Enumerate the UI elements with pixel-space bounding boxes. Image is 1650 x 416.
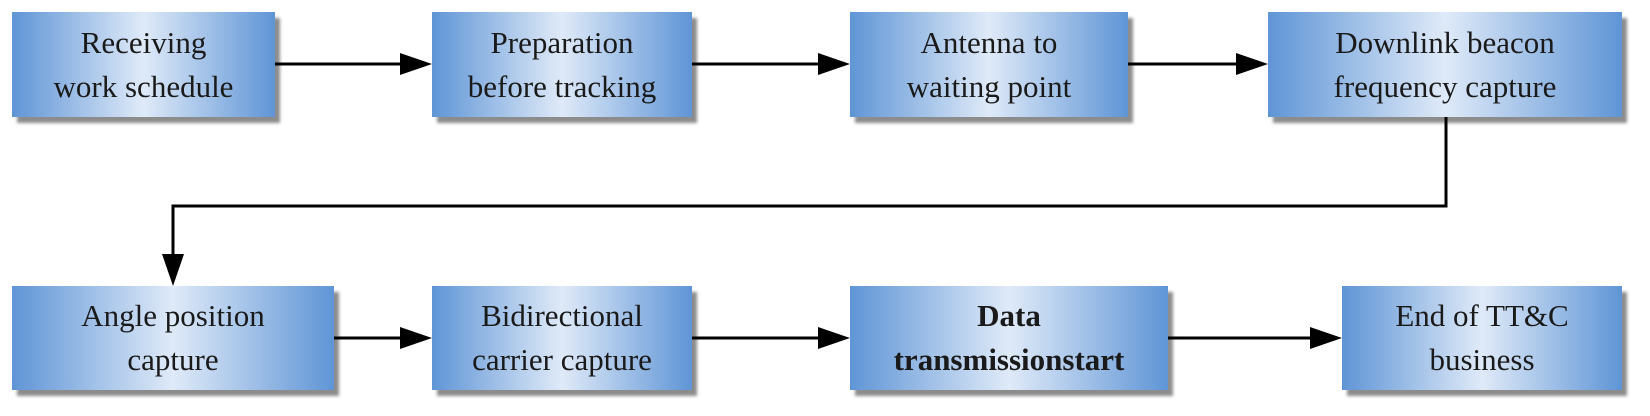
arrowhead-step6	[400, 327, 432, 349]
step-bidirectional-carrier-capture: Bidirectional carrier capture	[432, 286, 692, 390]
step-label-line2: business	[1429, 342, 1535, 377]
step-label-line2: before tracking	[467, 68, 657, 104]
arrowhead-step5	[162, 254, 184, 286]
step-label-line2: waiting point	[906, 68, 1072, 104]
step-label-line2: frequency capture	[1333, 68, 1557, 104]
step-label-line2: work schedule	[53, 68, 234, 104]
step-label-line1: Receiving	[80, 24, 207, 60]
step-antenna-to-waiting-point: Antenna to waiting point	[850, 12, 1128, 117]
step-preparation-before-tracking: Preparation before tracking	[432, 12, 692, 117]
step-label-line2: carrier capture	[472, 342, 652, 377]
step-data-transmission-start: Data transmissionstart	[850, 286, 1168, 390]
arrowhead-step4	[1236, 53, 1268, 75]
step-label-line1: Preparation	[490, 24, 634, 60]
step-angle-position-capture: Angle position capture	[12, 286, 334, 390]
step-label-line1: Data	[977, 298, 1041, 333]
step-receiving-work-schedule: Receiving work schedule	[12, 12, 275, 117]
step-downlink-beacon-frequency-capture: Downlink beacon frequency capture	[1268, 12, 1622, 117]
step-label-line1: Downlink beacon	[1335, 24, 1555, 60]
arrow-step4-to-step5	[171, 117, 1448, 264]
arrowhead-step3	[818, 53, 850, 75]
step-label-line1: End of TT&C	[1395, 298, 1569, 333]
arrowhead-step2	[400, 53, 432, 75]
step-label-line2: capture	[127, 342, 219, 377]
arrowhead-step7	[818, 327, 850, 349]
step-label-line1: Antenna to	[920, 24, 1058, 60]
step-label-line1: Angle position	[81, 298, 265, 333]
arrowhead-step8	[1310, 327, 1342, 349]
step-label-line2: transmissionstart	[893, 342, 1125, 377]
step-end-of-ttc-business: End of TT&C business	[1342, 286, 1622, 390]
step-label-line1: Bidirectional	[481, 298, 643, 333]
